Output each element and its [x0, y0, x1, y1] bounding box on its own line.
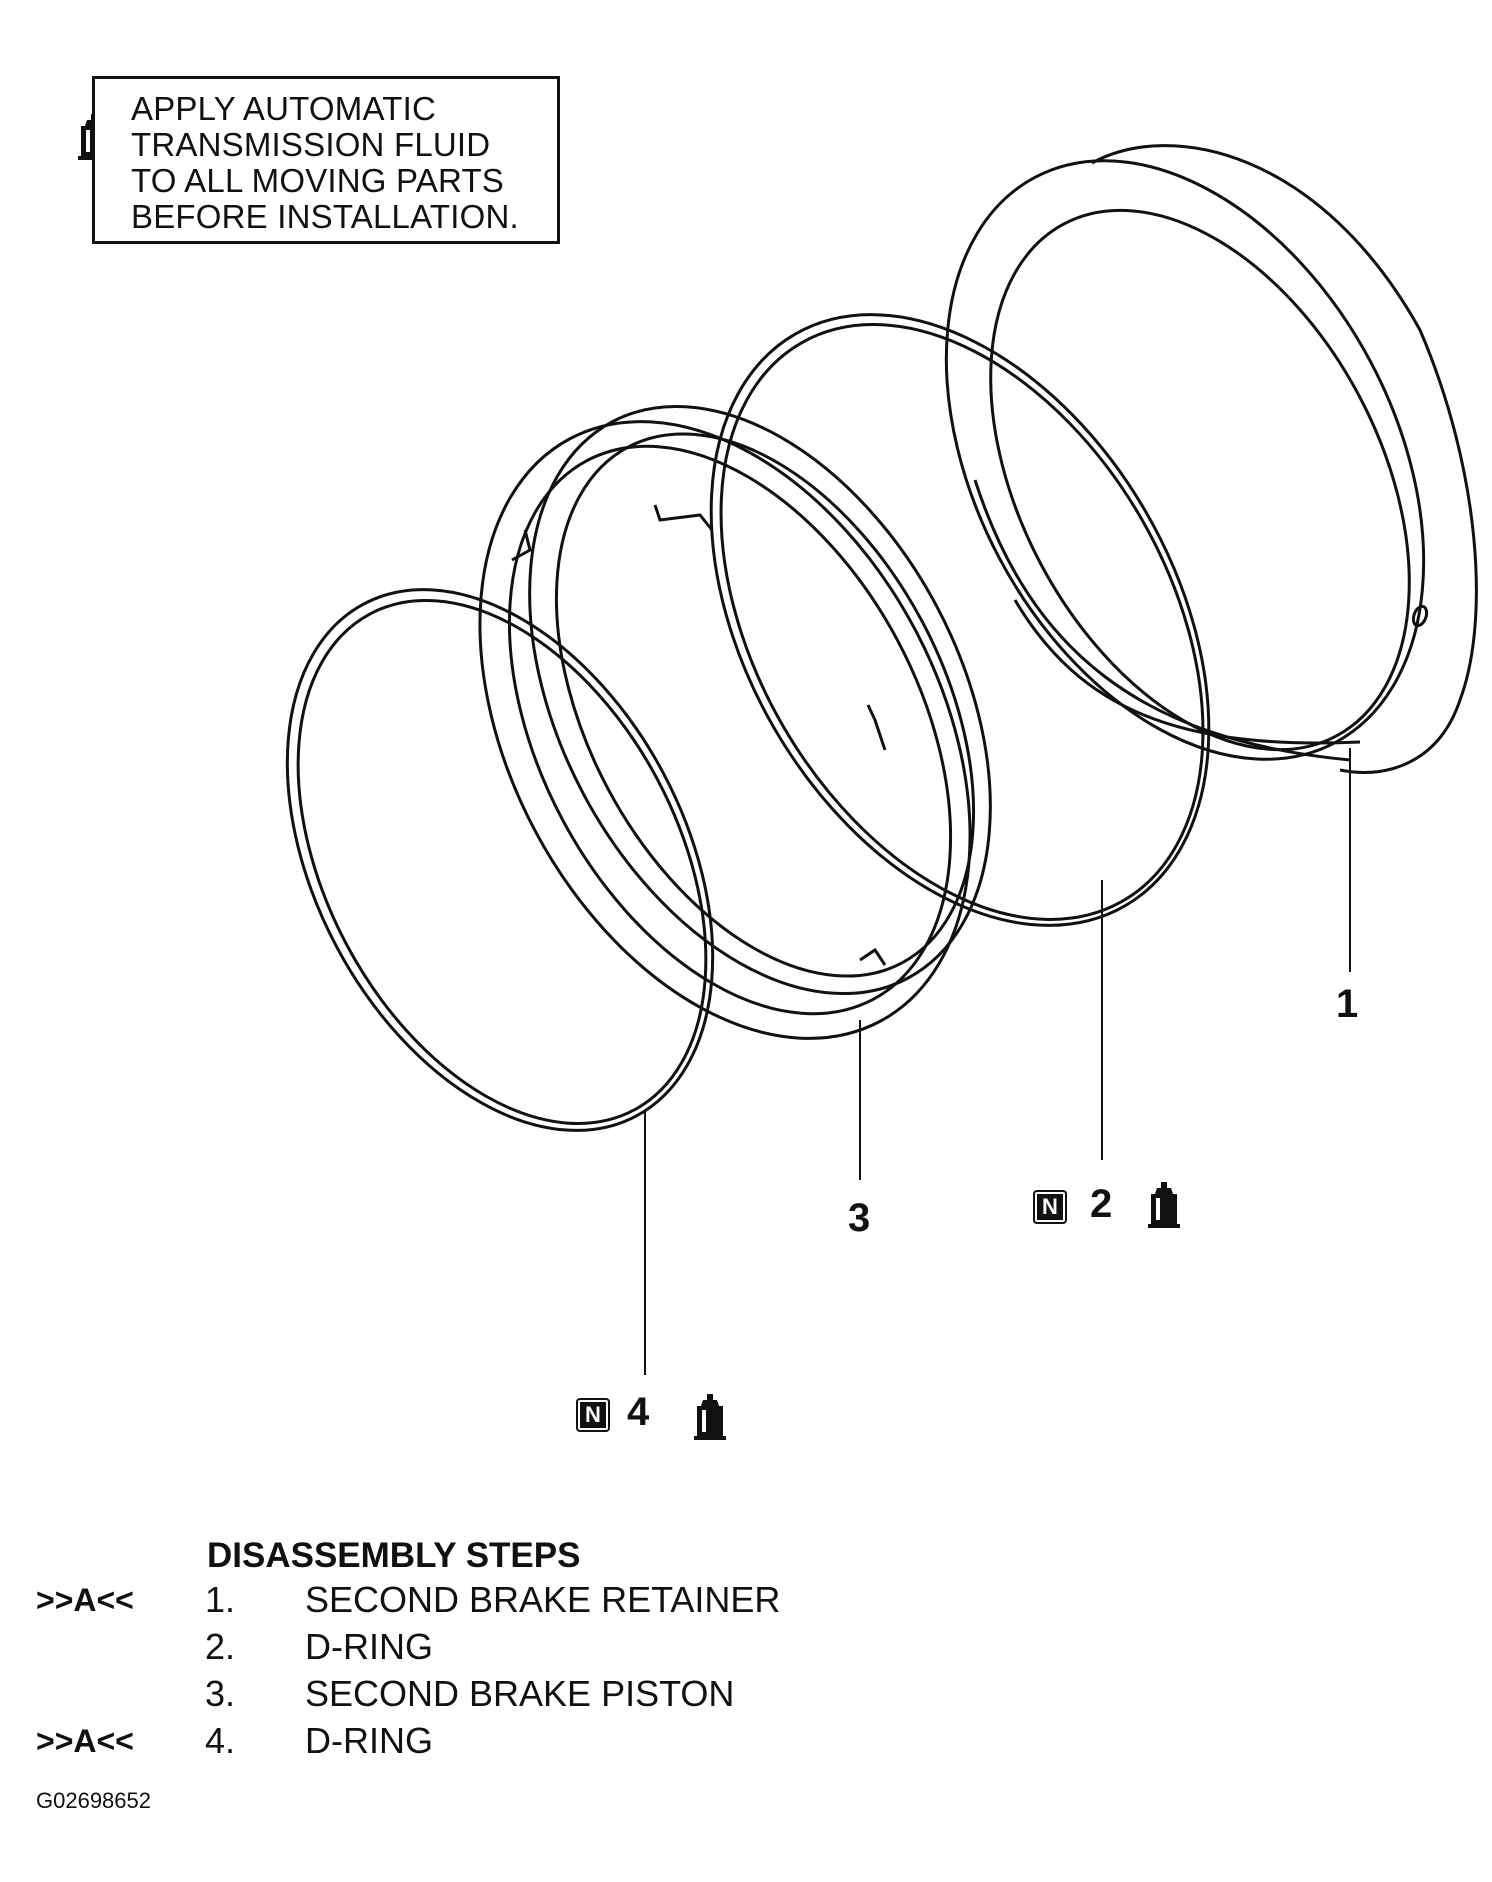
callout-part-1: 1 — [1336, 982, 1359, 1026]
retainer-inner-rim — [989, 208, 1411, 752]
d-ring-small-part — [285, 588, 715, 1375]
note-line: APPLY AUTOMATIC — [131, 90, 436, 127]
step-number: 4. — [205, 1720, 236, 1761]
piston-notch-bottom — [859, 947, 887, 966]
note-line: BEFORE INSTALLATION. — [131, 198, 519, 235]
retainer-hole — [1411, 604, 1429, 628]
d-ring-small-outer — [285, 588, 715, 1132]
new-part-badge: N — [1035, 1192, 1065, 1222]
fluid-bottle-icon — [694, 1394, 726, 1440]
fluid-bottle-icon — [1148, 1182, 1180, 1228]
d-ring-large-outer — [709, 313, 1211, 927]
step-part-name: D-RING — [305, 1720, 433, 1761]
piston-notch-right — [866, 704, 887, 751]
new-part-badge: N — [578, 1400, 608, 1430]
d-ring-large-part — [709, 313, 1211, 1160]
step-number: 2. — [205, 1626, 236, 1667]
lubrication-note-box: APPLY AUTOMATIC TRANSMISSION FLUID TO AL… — [92, 76, 560, 244]
step-number: 3. — [205, 1673, 236, 1714]
note-text: APPLY AUTOMATIC TRANSMISSION FLUID TO AL… — [131, 91, 519, 235]
disassembly-steps-heading: DISASSEMBLY STEPS — [207, 1536, 581, 1575]
piston-front-inner — [507, 444, 953, 1016]
figure-id: G02698652 — [36, 1788, 151, 1813]
piston-back-outer — [528, 404, 992, 996]
retainer-groove-1 — [973, 479, 1351, 762]
step-part-name: D-RING — [305, 1626, 433, 1667]
second-brake-piston-part — [478, 404, 992, 1180]
note-line: TRANSMISSION FLUID — [131, 126, 491, 163]
step-number: 1. — [205, 1579, 236, 1620]
second-brake-retainer-part — [944, 144, 1478, 972]
retainer-back-rim — [1091, 144, 1478, 774]
step-reference-mark: >>A<< — [36, 1582, 134, 1618]
retainer-front-rim — [944, 159, 1426, 761]
callout-part-3: 3 — [848, 1196, 871, 1240]
callout-part-4: 4 — [627, 1390, 650, 1434]
piston-front-outer — [478, 420, 972, 1040]
piston-notch-left — [511, 529, 532, 562]
piston-notch-top — [653, 504, 714, 531]
step-part-name: SECOND BRAKE RETAINER — [305, 1579, 781, 1620]
retainer-groove-2 — [1013, 599, 1361, 745]
step-part-name: SECOND BRAKE PISTON — [305, 1673, 735, 1714]
d-ring-large-inner — [719, 323, 1205, 921]
note-line: TO ALL MOVING PARTS — [131, 162, 505, 199]
step-reference-mark: >>A<< — [36, 1723, 134, 1759]
d-ring-small-inner — [296, 598, 708, 1126]
piston-back-inner — [554, 432, 976, 978]
callout-part-2: 2 — [1090, 1182, 1113, 1226]
